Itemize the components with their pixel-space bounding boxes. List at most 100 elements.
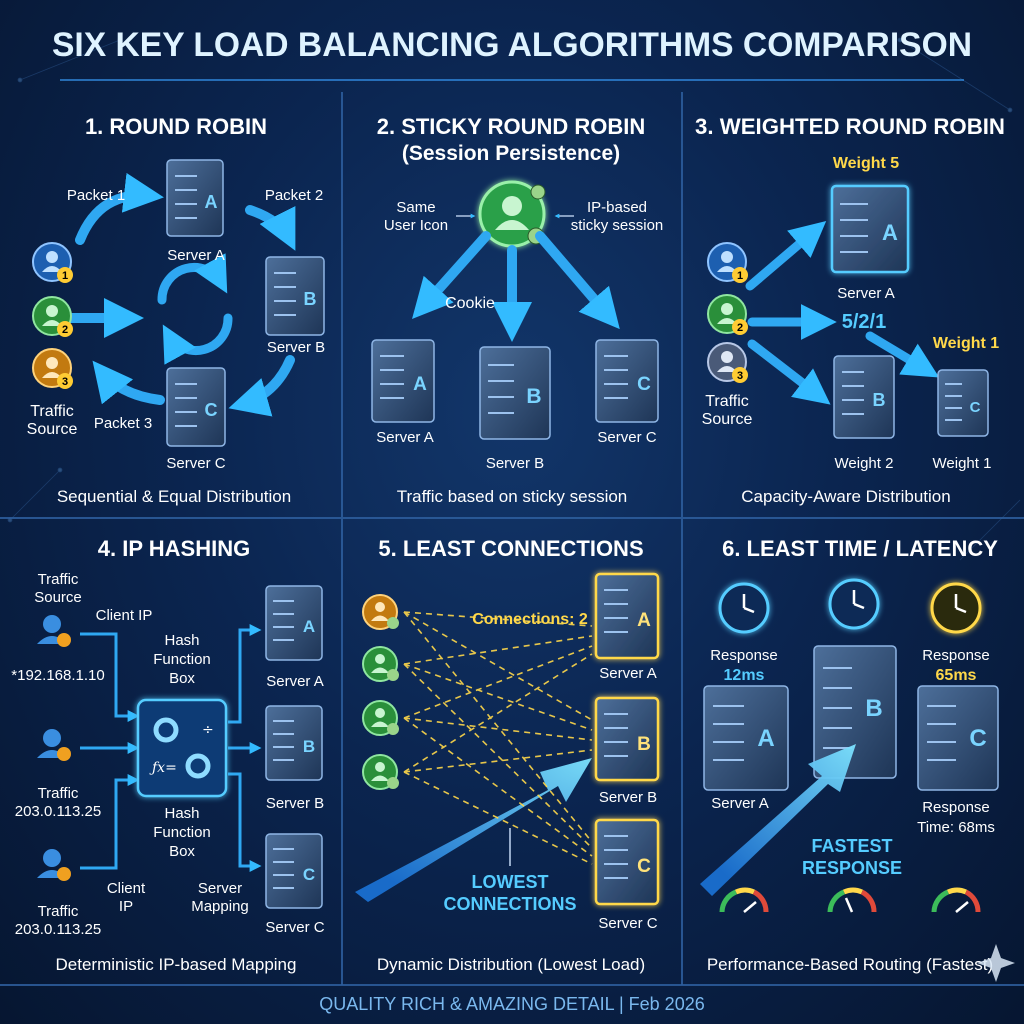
server-letter: B	[304, 289, 317, 309]
server-a: A	[371, 339, 435, 423]
server-b-weighted: B	[833, 355, 895, 439]
connection-lines	[403, 611, 593, 865]
server-c-label: Server C	[597, 429, 656, 446]
panel-round-robin: 1. ROUND ROBIN Packet 1 Packet 2 Packet …	[27, 114, 326, 506]
server-a-label: Server A	[376, 429, 434, 446]
hash-box-label-top-2: Function	[153, 651, 211, 668]
panel-heading: 6. LEAST TIME / LATENCY	[722, 536, 998, 561]
lc-user-icon-3	[362, 700, 399, 736]
panel-heading: 2. STICKY ROUND ROBIN	[377, 114, 646, 139]
server-c-label: Server C	[166, 455, 225, 472]
server-b-label: Server B	[599, 789, 657, 806]
formula-glyph-fx: ƒx=	[149, 760, 177, 776]
weight-1-label: Weight 1	[933, 335, 999, 352]
panel-caption: Sequential & Equal Distribution	[57, 487, 291, 506]
client-ip-bottom-label-2: IP	[119, 898, 133, 915]
background-network	[7, 37, 1021, 561]
server-letter: B	[873, 390, 886, 410]
gauge-icon-c	[931, 887, 981, 913]
clock-icon-a	[718, 582, 770, 634]
panel-heading: 4. IP HASHING	[98, 536, 250, 561]
server-letter: A	[413, 374, 427, 395]
panel-heading: 3. WEIGHTED ROUND ROBIN	[695, 114, 1005, 139]
user-number: 1	[62, 270, 68, 282]
panel-grid	[0, 92, 1024, 985]
server-c-label: Server C	[265, 919, 324, 936]
weighted-arrows	[745, 220, 940, 405]
traffic-source-label-2: Source	[27, 421, 78, 438]
fastest-response-label: FASTEST	[811, 836, 892, 856]
hash-box-label-bottom: Hash	[164, 805, 199, 822]
panel-caption: Capacity-Aware Distribution	[741, 487, 950, 506]
sticky-user-icon	[478, 180, 546, 248]
server-letter: A	[882, 220, 898, 245]
weight-1-c-label: Weight 1	[933, 455, 992, 472]
ip-address-3: 203.0.113.25	[15, 921, 101, 938]
lowest-connections-label: LOWEST	[472, 872, 549, 892]
server-a-label: Server A	[266, 673, 324, 690]
response-a-label: Response	[710, 647, 778, 664]
server-a-label: Server A	[167, 247, 225, 264]
server-a: A	[166, 159, 224, 237]
footer-text: QUALITY RICH & AMAZING DETAIL | Feb 2026	[319, 994, 704, 1014]
server-letter: C	[303, 865, 315, 884]
packet-flow-arrows	[65, 172, 296, 417]
server-b: B	[479, 346, 551, 440]
panel-least-connections: 5. LEAST CONNECTIONS Connections: 2	[355, 536, 660, 974]
hash-box-label-bottom-2: Function	[153, 824, 211, 841]
server-letter: C	[205, 400, 218, 420]
same-user-label: Same	[396, 199, 435, 216]
user-number: 3	[737, 370, 743, 382]
panel-sticky-round-robin: 2. STICKY ROUND ROBIN (Session Persisten…	[371, 114, 664, 506]
formula-glyph-top: ÷	[202, 722, 214, 738]
server-letter: C	[637, 374, 651, 395]
panel-caption: Performance-Based Routing (Fastest)	[707, 955, 993, 974]
panel-heading: 1. ROUND ROBIN	[85, 114, 267, 139]
panel-least-time: 6. LEAST TIME / LATENCY Response 12ms Re…	[700, 536, 999, 974]
response-c-label: Response	[922, 647, 990, 664]
panel-ip-hashing: 4. IP HASHING Traffic Source Client IP H…	[11, 536, 324, 974]
server-a-label: Server A	[599, 665, 657, 682]
traffic-source-label-2: Source	[702, 411, 753, 428]
server-b-label: Server B	[267, 339, 325, 356]
server-letter: C	[970, 399, 981, 416]
client-user-icon-2	[37, 729, 71, 761]
server-a-label: Server A	[711, 795, 769, 812]
response-time-label: Response	[922, 799, 990, 816]
server-b: B	[265, 256, 325, 336]
traffic-source-label: Traffic	[38, 571, 79, 588]
server-c: C	[166, 367, 226, 447]
panel-caption: Traffic based on sticky session	[397, 487, 628, 506]
server-a: A	[703, 685, 789, 791]
server-letter: B	[526, 385, 541, 408]
traffic-label-3: Traffic	[38, 903, 79, 920]
packet-1-label: Packet 1	[67, 187, 125, 204]
server-b: B	[813, 645, 897, 779]
server-mapping-label-2: Mapping	[191, 898, 249, 915]
server-letter: A	[637, 610, 651, 631]
gauge-icon-a	[719, 887, 769, 913]
hash-box-label-top: Hash	[164, 632, 199, 649]
user-icon-3: 3	[707, 342, 748, 383]
clock-icon-b	[828, 578, 880, 630]
server-c: C	[917, 685, 999, 791]
ip-sticky-label-2: sticky session	[571, 217, 664, 234]
server-c: C	[265, 833, 323, 909]
server-c-weighted: C	[937, 369, 989, 437]
server-c-label: Server C	[598, 915, 657, 932]
server-b: B	[594, 696, 660, 782]
panel-caption: Deterministic IP-based Mapping	[56, 955, 297, 974]
weight-5-label: Weight 5	[833, 155, 899, 172]
packet-2-label: Packet 2	[265, 187, 323, 204]
lc-user-icon-2	[362, 646, 399, 682]
gauge-icon-b	[827, 887, 877, 913]
ratio-label: 5/2/1	[842, 311, 886, 333]
response-c-value: 65ms	[936, 667, 977, 684]
server-letter: C	[637, 856, 651, 877]
lc-user-icons	[362, 594, 399, 790]
server-a: A	[594, 572, 660, 660]
server-letter: B	[637, 734, 651, 755]
ip-address-2: 203.0.113.25	[15, 803, 101, 820]
server-letter: A	[303, 617, 315, 636]
